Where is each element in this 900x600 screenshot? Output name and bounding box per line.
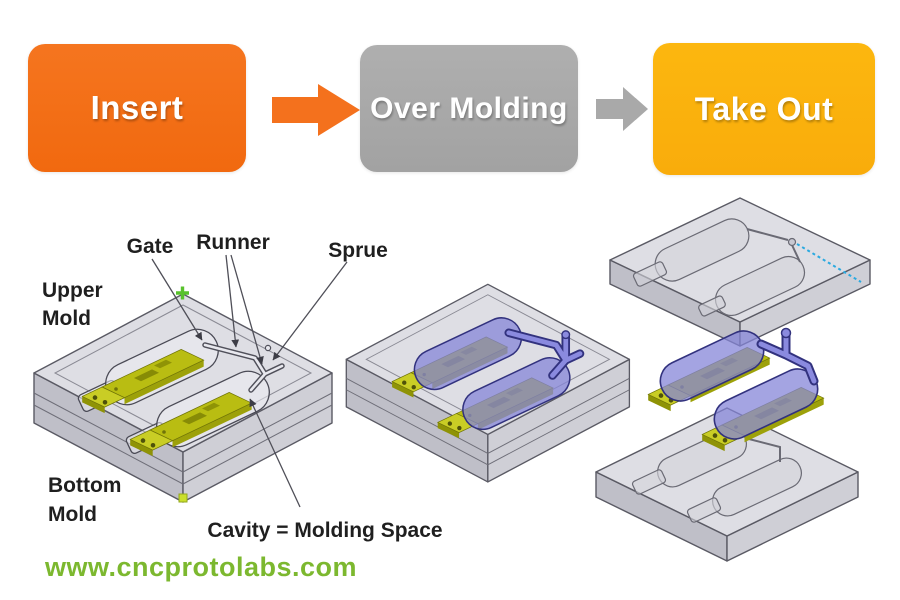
green-plus-marker-icon [176,286,189,300]
label-upper-mold-line1: Upper [42,279,103,302]
flow-step-insert: Insert [28,44,246,172]
right-arrow-icon [272,84,360,136]
label-gate: Gate [127,235,174,258]
flow-step-over-molding: Over Molding [360,45,578,172]
leader-sprue [272,261,348,361]
leader-runner-2 [230,254,264,365]
right-arrow-icon [596,87,648,131]
label-cavity: Cavity = Molding Space [207,519,442,542]
leader-gate [151,258,203,341]
flow-step-over-molding-label: Over Molding [370,91,568,125]
flow-arrow-icon-1 [272,84,360,136]
label-bottom-mold-line1: Bottom [48,474,121,497]
flow-step-take-out: Take Out [653,43,875,175]
molded-parts-with-runner [647,327,825,452]
illustration-take-out-stage [595,197,871,562]
sprue-axis-dashed-line [796,243,862,283]
sprue-top-icon [780,327,792,339]
leader-runner-1 [225,254,240,348]
label-upper-mold-line2: Mold [42,307,91,330]
sprue-hole [264,344,272,352]
sprue-hole [787,237,797,247]
label-bottom-mold-line2: Mold [48,503,97,526]
green-square-marker-icon [178,493,188,503]
filled-runner-system [504,328,585,380]
watermark-url: www.cncprotolabs.com [45,552,358,582]
label-sprue: Sprue [328,239,388,262]
illustration-over-molding-stage [345,283,631,483]
label-runner: Runner [196,231,270,254]
runner-channel [202,342,285,393]
mold-block [345,283,631,483]
leader-cavity [249,398,301,508]
annotation-layer: Gate Runner Sprue Upper Mold Bottom Mold… [42,231,443,542]
sprue-top-icon [561,330,571,340]
flow-step-take-out-label: Take Out [694,90,834,127]
upper-mold-plate [609,197,871,347]
flow-arrow-icon-2 [596,87,648,131]
illustration-insert-stage [33,286,333,503]
flow-step-insert-label: Insert [90,89,184,126]
overmold-bodies [413,317,571,431]
